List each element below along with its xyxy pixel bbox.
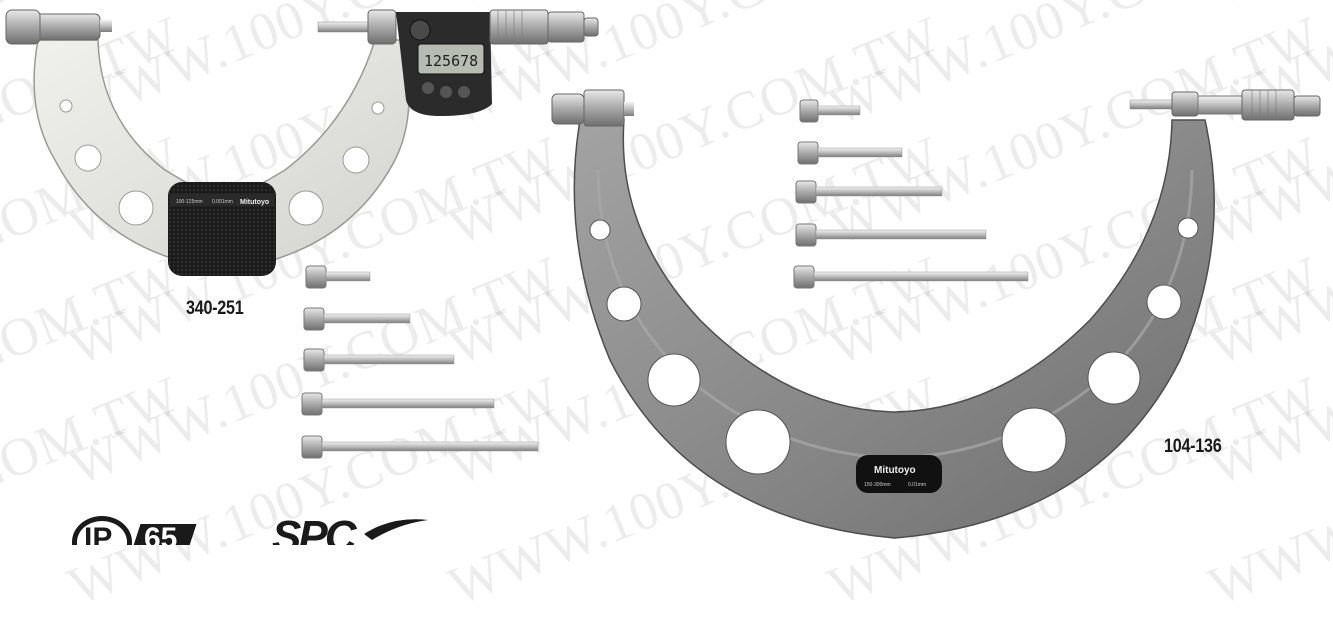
extension-rod — [795, 223, 987, 247]
frame-hole — [118, 190, 154, 226]
frame-hole — [1146, 284, 1182, 320]
extension-rod — [305, 265, 371, 289]
frame-hole — [1087, 351, 1141, 405]
frame-hole — [342, 146, 370, 174]
large-spindle — [1129, 99, 1177, 110]
spc-swoosh-icon — [364, 519, 428, 540]
frame-hole — [371, 101, 385, 115]
ip-number: 65 — [144, 522, 178, 545]
spc-badge: SPC — [272, 514, 432, 545]
frame-hole — [288, 190, 324, 226]
small-plate-brand: Mitutoyo — [240, 199, 269, 206]
extension-rod — [795, 180, 943, 204]
extension-rod — [799, 99, 861, 123]
extension-rod — [303, 348, 455, 372]
ratchet-dial-icon — [409, 19, 431, 41]
small-rod-set — [301, 265, 539, 459]
lcd-reading: 125678 — [424, 52, 478, 70]
small-plate-range: 100-125mm — [176, 199, 203, 205]
lcd-display — [417, 43, 485, 75]
frame-hole — [1001, 407, 1067, 473]
frame-hole — [59, 99, 73, 113]
extension-rod — [301, 435, 539, 459]
hold-button-icon — [440, 86, 452, 98]
model-label-104-136: 104-136 — [1164, 436, 1222, 457]
frame-hole — [606, 286, 642, 322]
frame-hole — [589, 219, 611, 241]
large-ratchet — [1293, 95, 1321, 117]
ip-letters: IP — [84, 522, 113, 545]
origin-button-icon — [422, 82, 434, 94]
large-name-plate — [856, 455, 942, 493]
large-sleeve — [1197, 95, 1243, 115]
unit-button-icon — [458, 86, 470, 98]
small-thimble — [489, 9, 549, 45]
large-anvil-knob — [551, 93, 585, 125]
frame-hole — [1177, 217, 1199, 239]
micrometer-illustration: 100-125mm 0.001mm Mitutoyo 125678 — [5, 9, 1321, 539]
large-plate-resolution: 0.01mm — [908, 482, 926, 488]
small-ratchet — [547, 11, 585, 43]
large-plate-brand: Mitutoyo — [874, 465, 916, 476]
large-micrometer: Mitutoyo 150-300mm 0.01mm — [551, 89, 1321, 539]
small-plate-resolution: 0.001mm — [212, 199, 233, 205]
extension-rod — [301, 392, 495, 416]
small-anvil-knob — [5, 9, 41, 45]
large-rod-set — [793, 99, 1029, 289]
ip65-badge: IP 65 — [72, 516, 212, 545]
spc-letters: SPC — [272, 514, 357, 545]
large-plate-range: 150-300mm — [864, 482, 891, 488]
small-micrometer: 100-125mm 0.001mm Mitutoyo 125678 — [5, 9, 599, 276]
frame-hole — [647, 353, 701, 407]
frame-hole — [725, 409, 791, 475]
extension-rod — [797, 141, 903, 165]
model-label-340-251: 340-251 — [186, 298, 244, 319]
extension-rod — [793, 265, 1029, 289]
extension-rod — [303, 307, 411, 331]
frame-hole — [74, 144, 102, 172]
